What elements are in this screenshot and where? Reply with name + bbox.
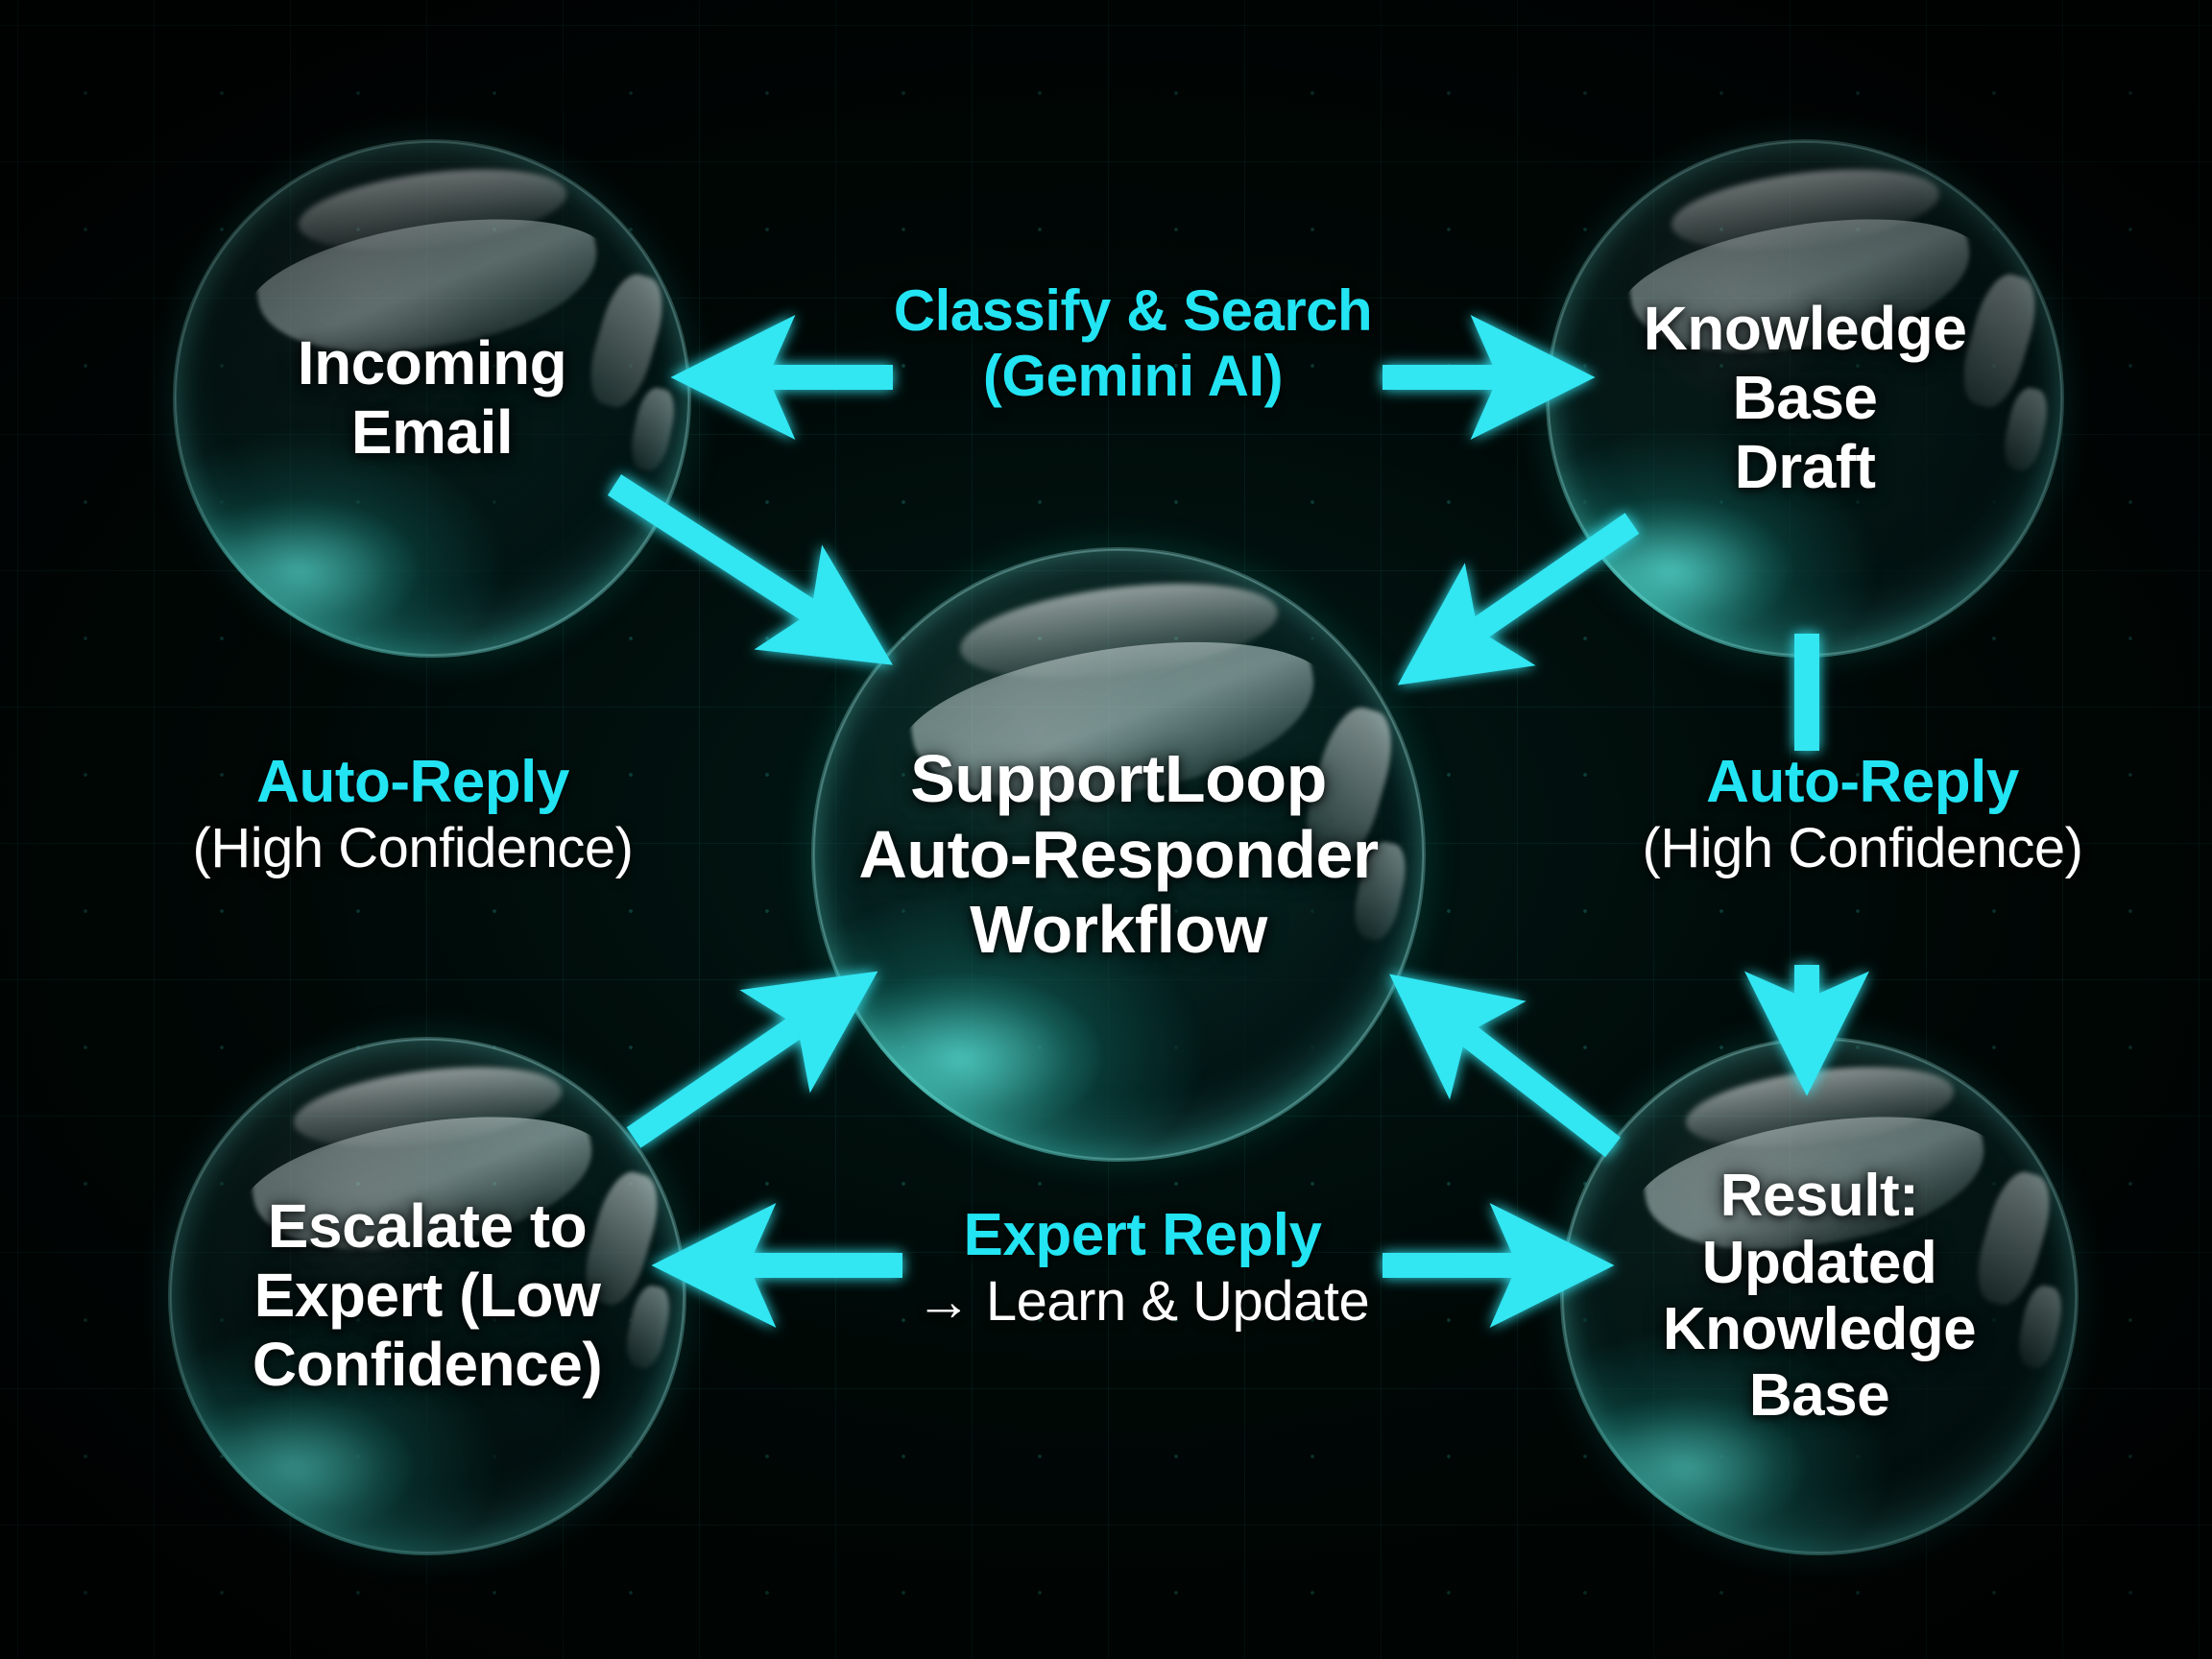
bubble-highlight-side-lower (2013, 1283, 2066, 1372)
node-escalate-to-expert-line1: Escalate to (267, 1191, 588, 1262)
node-knowledge-base-draft-label: Knowledge Base Draft (1546, 295, 2064, 501)
bubble-highlight-top-thin (954, 567, 1283, 693)
edge-label-expert-reply-line1: Expert Reply (963, 1202, 1322, 1268)
bubble-rim-glow (1551, 502, 1790, 637)
node-supportloop-workflow[interactable]: SupportLoop Auto-Responder Workflow (811, 547, 1426, 1162)
node-knowledge-base-draft-line1: Knowledge Base (1643, 294, 1967, 433)
node-supportloop-workflow-line2: Auto-Responder (858, 816, 1379, 892)
edge-label-auto-reply-left: Auto-Reply (High Confidence) (125, 749, 701, 880)
node-incoming-email[interactable]: Incoming Email (173, 139, 691, 658)
node-knowledge-base-draft[interactable]: Knowledge Base Draft (1546, 139, 2064, 658)
bubble-rim-glow (817, 977, 1100, 1138)
node-escalate-to-expert[interactable]: Escalate to Expert (Low Confidence) (168, 1037, 686, 1555)
bubble-highlight-top-thin (1681, 1054, 1958, 1160)
edge-label-expert-reply: Expert Reply → Learn & Update (845, 1202, 1440, 1334)
node-result-line4: Base (1748, 1362, 1890, 1430)
node-escalate-to-expert-line3: Confidence) (252, 1329, 603, 1399)
node-escalate-to-expert-label: Escalate to Expert (Low Confidence) (221, 1192, 633, 1399)
node-incoming-email-line1: Incoming (297, 328, 567, 398)
edge-label-auto-reply-right-line1: Auto-Reply (1706, 749, 2019, 815)
bubble-highlight-top-thin (294, 156, 570, 262)
node-supportloop-workflow-label: SupportLoop Auto-Responder Workflow (822, 741, 1415, 967)
node-supportloop-workflow-line1: SupportLoop (910, 741, 1327, 817)
node-incoming-email-line2: Email (350, 397, 514, 467)
edge-label-classify-search-line2: (Gemini AI) (982, 344, 1284, 409)
edge-label-classify-search-line1: Classify & Search (893, 278, 1373, 343)
arrow-result-to-center (1389, 974, 1621, 1158)
bubble-rim-glow (173, 1400, 412, 1535)
node-escalate-to-expert-line2: Expert (Low (253, 1261, 601, 1331)
edge-label-classify-search: Classify & Search (Gemini AI) (845, 278, 1421, 410)
bubble-highlight-side-lower (626, 385, 679, 474)
bubble-highlight-top-thin (1667, 156, 1943, 262)
node-result-line3: Knowledge (1662, 1296, 1977, 1362)
node-result-updated-knowledge-base[interactable]: Result: Updated Knowledge Base (1560, 1037, 2079, 1555)
node-result-line1: Result: (1719, 1163, 1919, 1230)
node-incoming-email-label: Incoming Email (266, 328, 597, 467)
edge-label-auto-reply-right-line2: (High Confidence) (1642, 816, 2083, 879)
edge-label-auto-reply-right: Auto-Reply (High Confidence) (1555, 749, 2170, 880)
edge-label-auto-reply-left-line1: Auto-Reply (256, 749, 569, 815)
edge-label-expert-reply-line2: → Learn & Update (915, 1269, 1370, 1333)
node-result-label: Result: Updated Knowledge Base (1632, 1163, 2008, 1430)
edge-label-auto-reply-left-line2: (High Confidence) (192, 816, 634, 879)
arrow-escalate-to-center (626, 971, 878, 1148)
node-knowledge-base-draft-line2: Draft (1734, 431, 1876, 501)
bubble-highlight-top-thin (289, 1054, 565, 1160)
node-result-line2: Updated (1701, 1229, 1937, 1296)
bubble-rim-glow (178, 502, 417, 637)
node-supportloop-workflow-line3: Workflow (970, 892, 1267, 968)
